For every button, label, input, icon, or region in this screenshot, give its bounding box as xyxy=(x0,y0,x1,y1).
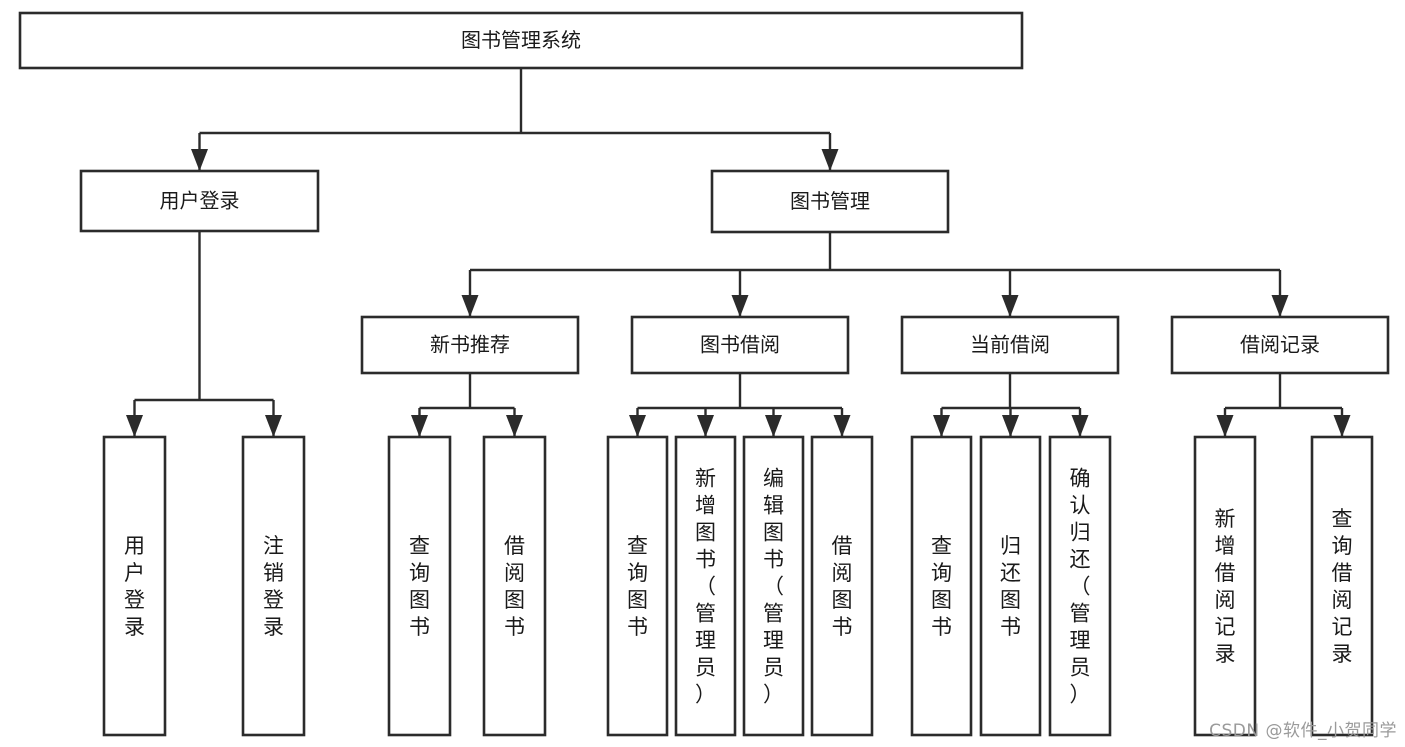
node-level3-book-borrow[interactable]: 图书借阅 xyxy=(630,315,850,375)
node-label: 归还图书 xyxy=(1000,534,1021,639)
node-leaf-leaf-confirm-return[interactable]: 确认归还（管理员） xyxy=(1048,435,1112,737)
node-box[interactable] xyxy=(387,435,452,737)
node-label: 图书管理系统 xyxy=(461,28,581,52)
node-label: 确认归还（管理员） xyxy=(1070,467,1091,707)
node-box[interactable] xyxy=(710,169,950,234)
arrow-head-icon xyxy=(1001,295,1019,317)
arrow-head-icon xyxy=(191,149,208,171)
connector-group xyxy=(191,68,839,171)
node-leaf-leaf-user-login[interactable]: 用户登录 xyxy=(102,435,167,737)
node-label: 新书推荐 xyxy=(430,333,510,357)
connector-group xyxy=(126,231,282,437)
arrow-head-icon xyxy=(126,415,143,437)
watermark-text: CSDN @软件_小贺同学 xyxy=(1209,721,1397,741)
node-root[interactable]: 图书管理系统 xyxy=(18,11,1024,70)
node-label: 借阅图书 xyxy=(832,534,853,639)
arrow-head-icon xyxy=(1271,295,1289,317)
node-label: 借阅记录 xyxy=(1240,333,1320,357)
node-level2-book-management[interactable]: 图书管理 xyxy=(710,169,950,234)
node-leaf-leaf-query-record[interactable]: 查询借阅记录 xyxy=(1310,435,1374,737)
node-label: 查询图书 xyxy=(931,534,952,639)
node-box[interactable] xyxy=(606,435,669,737)
node-leaf-leaf-user-logout[interactable]: 注销登录 xyxy=(241,435,306,737)
arrow-head-icon xyxy=(411,415,428,437)
node-label: 图书借阅 xyxy=(700,333,780,357)
node-leaf-leaf-borrow-book-2[interactable]: 借阅图书 xyxy=(810,435,874,737)
node-box[interactable] xyxy=(482,435,547,737)
node-label: 当前借阅 xyxy=(970,333,1050,357)
node-box[interactable] xyxy=(1048,435,1112,737)
node-label: 编辑图书（管理员） xyxy=(763,467,784,707)
arrow-head-icon xyxy=(765,415,782,437)
node-label: 查询借阅记录 xyxy=(1332,507,1353,666)
node-label: 新增借阅记录 xyxy=(1215,507,1236,666)
connector-group xyxy=(411,373,523,437)
node-leaf-leaf-add-book[interactable]: 新增图书（管理员） xyxy=(674,435,737,737)
node-box[interactable] xyxy=(900,315,1120,375)
node-box[interactable] xyxy=(979,435,1042,737)
nodes-layer: 图书管理系统用户登录图书管理新书推荐图书借阅当前借阅借阅记录用户登录注销登录查询… xyxy=(18,11,1390,737)
node-label: 查询图书 xyxy=(409,534,430,639)
node-label: 用户登录 xyxy=(160,189,240,213)
arrow-head-icon xyxy=(1002,415,1019,437)
node-level2-user-login[interactable]: 用户登录 xyxy=(79,169,320,233)
node-level3-borrow-record[interactable]: 借阅记录 xyxy=(1170,315,1390,375)
node-box[interactable] xyxy=(1310,435,1374,737)
arrow-head-icon xyxy=(821,149,839,171)
node-leaf-leaf-query-book-2[interactable]: 查询图书 xyxy=(606,435,669,737)
node-box[interactable] xyxy=(79,169,320,233)
arrow-head-icon xyxy=(1071,415,1089,437)
arrow-head-icon xyxy=(1216,415,1234,437)
arrow-head-icon xyxy=(506,415,523,437)
node-box[interactable] xyxy=(742,435,805,737)
node-box[interactable] xyxy=(674,435,737,737)
node-leaf-leaf-return-book[interactable]: 归还图书 xyxy=(979,435,1042,737)
arrow-head-icon xyxy=(1333,415,1351,437)
node-box[interactable] xyxy=(910,435,973,737)
arrow-head-icon xyxy=(731,295,749,317)
arrow-head-icon xyxy=(833,415,851,437)
node-level3-new-book-recommend[interactable]: 新书推荐 xyxy=(360,315,580,375)
node-box[interactable] xyxy=(241,435,306,737)
node-label: 用户登录 xyxy=(124,534,145,639)
node-label: 新增图书（管理员） xyxy=(695,467,716,707)
connector-group xyxy=(629,373,851,437)
node-label: 注销登录 xyxy=(263,534,284,639)
node-leaf-leaf-borrow-book-1[interactable]: 借阅图书 xyxy=(482,435,547,737)
arrow-head-icon xyxy=(697,415,714,437)
node-box[interactable] xyxy=(102,435,167,737)
node-box[interactable] xyxy=(630,315,850,375)
node-leaf-leaf-add-record[interactable]: 新增借阅记录 xyxy=(1193,435,1257,737)
arrow-head-icon xyxy=(461,295,479,317)
node-level3-current-borrow[interactable]: 当前借阅 xyxy=(900,315,1120,375)
arrow-head-icon xyxy=(933,415,950,437)
node-label: 借阅图书 xyxy=(504,534,525,639)
node-leaf-leaf-edit-book[interactable]: 编辑图书（管理员） xyxy=(742,435,805,737)
connector-group xyxy=(933,373,1089,437)
node-box[interactable] xyxy=(810,435,874,737)
node-leaf-leaf-query-book-3[interactable]: 查询图书 xyxy=(910,435,973,737)
node-box[interactable] xyxy=(18,11,1024,70)
connector-group xyxy=(461,232,1289,317)
connectors-layer xyxy=(126,68,1351,437)
node-label: 图书管理 xyxy=(790,189,870,213)
arrow-head-icon xyxy=(265,415,282,437)
connector-group xyxy=(1216,373,1351,437)
node-box[interactable] xyxy=(1170,315,1390,375)
node-leaf-leaf-query-book-1[interactable]: 查询图书 xyxy=(387,435,452,737)
node-box[interactable] xyxy=(360,315,580,375)
node-box[interactable] xyxy=(1193,435,1257,737)
node-label: 查询图书 xyxy=(627,534,648,639)
arrow-head-icon xyxy=(629,415,646,437)
